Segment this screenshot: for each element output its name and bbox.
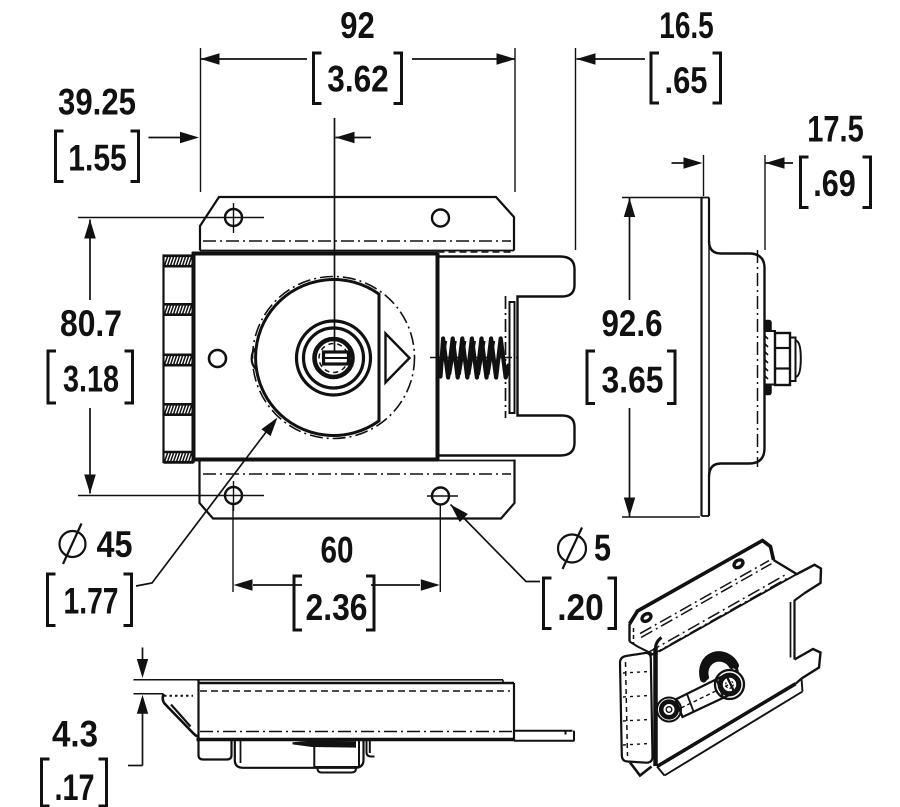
svg-text:5: 5	[594, 528, 611, 569]
svg-text:17.5: 17.5	[807, 109, 864, 150]
svg-text:.65: .65	[665, 60, 708, 101]
svg-text:3.65: 3.65	[602, 360, 664, 401]
svg-text:1.55: 1.55	[68, 138, 127, 179]
svg-text:60: 60	[321, 530, 354, 571]
svg-text:.20: .20	[557, 587, 604, 628]
svg-text:80.7: 80.7	[60, 303, 122, 344]
svg-text:3.18: 3.18	[63, 359, 119, 400]
svg-text:4.3: 4.3	[52, 714, 98, 755]
svg-text:16.5: 16.5	[659, 5, 714, 46]
svg-text:45: 45	[97, 524, 133, 565]
svg-text:3.62: 3.62	[327, 59, 389, 100]
svg-text:2.36: 2.36	[306, 587, 368, 628]
svg-text:.17: .17	[55, 767, 95, 807]
svg-text:92: 92	[340, 5, 375, 46]
svg-text:92.6: 92.6	[602, 303, 663, 344]
svg-text:.69: .69	[813, 163, 856, 204]
svg-text:1.77: 1.77	[64, 581, 119, 622]
svg-text:39.25: 39.25	[58, 82, 136, 123]
